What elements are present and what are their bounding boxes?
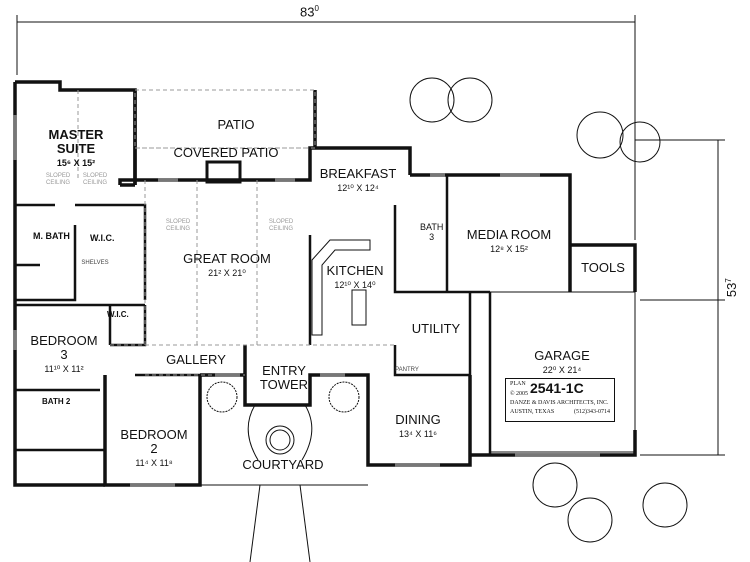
media-room-name: MEDIA ROOM xyxy=(466,227,552,242)
media-room-size: 12⁸ X 15² xyxy=(490,244,528,254)
wic-bed3-label: W.I.C. xyxy=(107,310,129,319)
wic-master-label: W.I.C. xyxy=(90,233,115,243)
entry-tower-name2: TOWER xyxy=(259,377,309,392)
master-suite-name: MASTER xyxy=(48,127,104,142)
pantry-label: PANTRY xyxy=(395,367,419,373)
width-feet: 83 xyxy=(300,4,315,20)
kitchen-counter xyxy=(311,239,371,336)
depth-dimension: 537 xyxy=(724,278,739,297)
plan-label: PLAN xyxy=(510,381,526,387)
exterior-walls xyxy=(13,80,637,487)
garage-name: GARAGE xyxy=(534,348,590,363)
utility-label: UTILITY xyxy=(411,321,461,336)
bedroom3-number: 3 xyxy=(60,347,68,362)
dining-label: DINING 13⁴ X 11⁶ xyxy=(395,413,441,441)
planter-trees xyxy=(206,381,360,413)
note-line: CEILING xyxy=(268,226,293,232)
bedroom3-name: BEDROOM xyxy=(30,333,98,348)
depth-feet: 53 xyxy=(724,282,740,298)
dining-size: 13⁴ X 11⁶ xyxy=(399,429,437,439)
kitchen-label: KITCHEN 12¹⁰ X 14⁰ xyxy=(326,264,383,292)
gallery-label: GALLERY xyxy=(166,352,226,367)
note-line: SLOPED xyxy=(82,173,108,179)
breakfast-size: 12¹⁰ X 12⁴ xyxy=(337,183,379,193)
entry-tower-name: ENTRY xyxy=(262,363,306,378)
kitchen-island xyxy=(351,289,367,326)
bedroom2-name: BEDROOM xyxy=(120,427,188,442)
garage-label: GARAGE 22⁰ X 21⁴ xyxy=(534,349,590,377)
note-line: SLOPED xyxy=(45,173,71,179)
covered-patio-label: COVERED PATIO xyxy=(173,145,279,160)
note-line: CEILING xyxy=(45,180,70,186)
width-inches: 0 xyxy=(314,4,319,13)
plan-info-box: PLAN 2541-1C © 2005 DANZE & DAVIS ARCHIT… xyxy=(505,378,615,422)
architect-name: DANZE & DAVIS ARCHITECTS, INC. xyxy=(510,400,609,406)
architect-phone: (512)343-0714 xyxy=(574,409,610,415)
note-line: CEILING xyxy=(82,180,107,186)
dashed-lines xyxy=(77,89,395,376)
depth-dimension-line xyxy=(635,139,725,456)
bath3-number: 3 xyxy=(429,232,435,242)
note-line: CEILING xyxy=(165,226,190,232)
bath3-name: BATH xyxy=(420,222,444,232)
depth-inches: 7 xyxy=(723,278,733,283)
breakfast-label: BREAKFAST 12¹⁰ X 12⁴ xyxy=(320,167,397,195)
breakfast-name: BREAKFAST xyxy=(319,166,397,181)
great-room-name: GREAT ROOM xyxy=(183,251,271,266)
landscape-trees xyxy=(409,77,688,543)
width-dimension: 830 xyxy=(300,4,319,19)
width-dimension-line xyxy=(16,15,636,240)
note-line: SLOPED xyxy=(268,219,294,225)
note-line: SLOPED xyxy=(165,219,191,225)
master-suite-size: 15⁶ X 15² xyxy=(56,158,96,168)
kitchen-size: 12¹⁰ X 14⁰ xyxy=(334,280,376,290)
windows xyxy=(13,115,600,487)
patio-label: PATIO xyxy=(217,117,255,132)
copyright: © 2005 xyxy=(510,391,529,397)
great-room-label: GREAT ROOM 21² X 21⁰ xyxy=(183,252,271,280)
garage-size: 22⁰ X 21⁴ xyxy=(542,365,582,375)
great-room-size: 21² X 21⁰ xyxy=(208,268,246,278)
bedroom2-size: 11⁴ X 11⁸ xyxy=(135,458,173,468)
fireplace xyxy=(205,160,242,184)
bedroom3-size: 11¹⁰ X 11² xyxy=(44,364,84,374)
m-bath-label: M. BATH xyxy=(33,231,70,241)
kitchen-name: KITCHEN xyxy=(326,263,384,278)
tools-label: TOOLS xyxy=(581,260,625,275)
master-suite-name2: SUITE xyxy=(56,141,96,156)
media-room-label: MEDIA ROOM 12⁸ X 15² xyxy=(467,228,552,256)
bedroom2-number: 2 xyxy=(150,441,158,456)
courtyard-label: COURTYARD xyxy=(242,457,324,472)
architect-city: AUSTIN, TEXAS xyxy=(510,409,555,415)
plan-number: 2541-1C xyxy=(530,380,584,396)
courtyard-features xyxy=(200,404,368,562)
dining-name: DINING xyxy=(395,412,441,427)
shelves-label: SHELVES xyxy=(81,260,109,266)
bath2-label: BATH 2 xyxy=(42,397,71,406)
garage-outline xyxy=(489,291,636,453)
